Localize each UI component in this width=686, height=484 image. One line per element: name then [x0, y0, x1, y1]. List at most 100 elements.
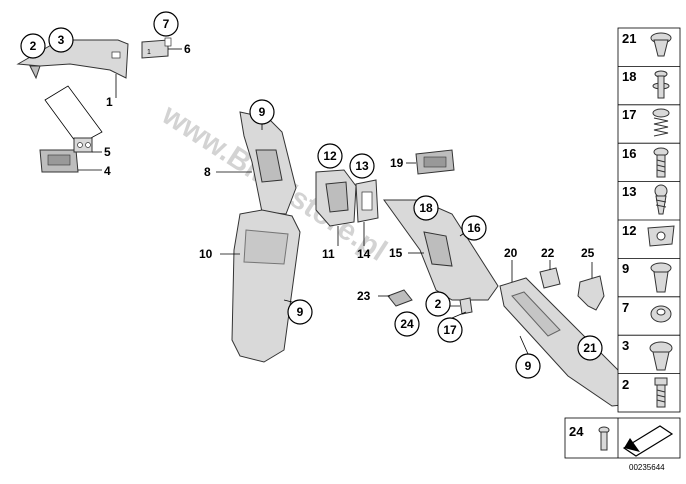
- svg-text:5: 5: [104, 145, 111, 159]
- callout-25: 25: [581, 246, 595, 260]
- callout-14: 14: [357, 247, 371, 261]
- part-b-pillar-upper-8: [239, 111, 297, 215]
- svg-text:8: 8: [204, 165, 211, 179]
- arrow-symbol-icon: [622, 425, 674, 457]
- svg-text:22: 22: [541, 246, 555, 260]
- part-switch-19: [415, 149, 455, 175]
- fastener-row-7: 7: [622, 300, 672, 323]
- expanding-rivet-icon: [650, 262, 672, 293]
- svg-text:12: 12: [622, 223, 636, 238]
- push-rivet-icon: [649, 341, 673, 371]
- svg-text:24: 24: [400, 317, 414, 331]
- svg-text:19: 19: [390, 156, 404, 170]
- fastener-row-18: 18: [622, 69, 670, 99]
- svg-text:16: 16: [467, 221, 481, 235]
- svg-text:16: 16: [622, 146, 636, 161]
- callout-21: 21: [577, 335, 603, 361]
- svg-text:1: 1: [106, 95, 113, 109]
- svg-text:12: 12: [323, 149, 337, 163]
- svg-text:1: 1: [147, 49, 151, 56]
- callout-22: 22: [541, 246, 555, 260]
- svg-text:9: 9: [259, 105, 266, 119]
- fastener-row-12: 12: [622, 223, 675, 247]
- callout-16: 16: [461, 215, 487, 241]
- svg-text:13: 13: [355, 159, 369, 173]
- svg-text:2: 2: [30, 39, 37, 53]
- svg-text:18: 18: [622, 69, 636, 84]
- svg-text:2: 2: [622, 377, 629, 392]
- callout-4: 4: [104, 164, 111, 178]
- fastener-row-17: 17: [622, 107, 670, 137]
- svg-text:14: 14: [357, 247, 371, 261]
- callout-19: 19: [390, 156, 404, 170]
- callout-18: 18: [413, 195, 439, 221]
- callout-12: 12: [317, 143, 343, 169]
- part-belt-height-adjuster-11: [315, 169, 357, 227]
- fastener-row-2: 2: [622, 377, 668, 408]
- svg-text:21: 21: [583, 341, 597, 355]
- fastener-row-3: 3: [622, 338, 673, 371]
- part-trim-panel-1: [16, 39, 129, 80]
- clip-nut-icon: [647, 225, 675, 247]
- part-switch-4: [39, 149, 79, 173]
- callout-13: 13: [349, 153, 375, 179]
- callout-24-mid: 24: [394, 311, 420, 337]
- svg-text:9: 9: [622, 261, 629, 276]
- callout-20: 20: [504, 246, 518, 260]
- fastener-row-9: 9: [622, 261, 672, 293]
- part-clip-6: 1: [141, 37, 172, 59]
- hex-screw-icon: [653, 147, 669, 178]
- tapping-screw-icon: [654, 184, 668, 215]
- callout-3: 3: [48, 27, 74, 53]
- part-c-pillar-15: [383, 199, 499, 301]
- callout-9-bottom: 9: [515, 353, 541, 379]
- callout-5: 5: [104, 145, 111, 159]
- svg-text:18: 18: [419, 201, 433, 215]
- svg-text:24: 24: [569, 424, 584, 439]
- part-trim-20: [499, 277, 633, 407]
- callout-2-top: 2: [20, 33, 46, 59]
- callout-11: 11: [322, 247, 335, 261]
- svg-text:23: 23: [357, 289, 371, 303]
- clip-icon: [650, 305, 672, 323]
- callout-9-lower-pillar: 9: [287, 299, 313, 325]
- callout-17: 17: [437, 317, 463, 343]
- part-cover-14: [355, 179, 379, 223]
- part-bracket-25: [577, 275, 605, 311]
- push-rivet-icon: [650, 32, 672, 57]
- screw-with-spring-icon: [652, 108, 670, 137]
- fastener-row-13: 13: [622, 184, 668, 215]
- callout-9-upper: 9: [249, 99, 275, 125]
- svg-text:11: 11: [322, 247, 335, 261]
- svg-text:2: 2: [435, 297, 442, 311]
- svg-text:20: 20: [504, 246, 518, 260]
- callout-2-mid: 2: [425, 291, 451, 317]
- bottom-fastener-box: 24: [564, 417, 681, 459]
- svg-text:25: 25: [581, 246, 595, 260]
- svg-text:3: 3: [58, 33, 65, 47]
- callout-15: 15: [389, 246, 403, 260]
- svg-text:17: 17: [443, 323, 457, 337]
- svg-text:7: 7: [622, 300, 629, 315]
- svg-text:6: 6: [184, 42, 191, 56]
- callout-10: 10: [199, 247, 213, 261]
- part-bracket-5: [73, 137, 93, 153]
- svg-text:21: 21: [622, 31, 636, 46]
- svg-text:17: 17: [622, 107, 636, 122]
- callout-1: 1: [106, 95, 113, 109]
- part-b-pillar-lower-10: [231, 209, 301, 363]
- svg-text:4: 4: [104, 164, 111, 178]
- svg-text:10: 10: [199, 247, 213, 261]
- document-number: 00235644: [629, 463, 665, 472]
- callout-7-top: 7: [153, 11, 179, 37]
- part-screw-17: [459, 297, 473, 315]
- part-cover-22: [539, 267, 561, 289]
- callout-23: 23: [357, 289, 371, 303]
- svg-text:9: 9: [525, 359, 532, 373]
- hex-bolt-icon: [654, 377, 668, 408]
- fastener-column: 21 18 17 16: [617, 27, 681, 413]
- expanding-rivet-icon: [652, 70, 670, 99]
- svg-text:13: 13: [622, 184, 636, 199]
- part-clip-23: [387, 289, 413, 307]
